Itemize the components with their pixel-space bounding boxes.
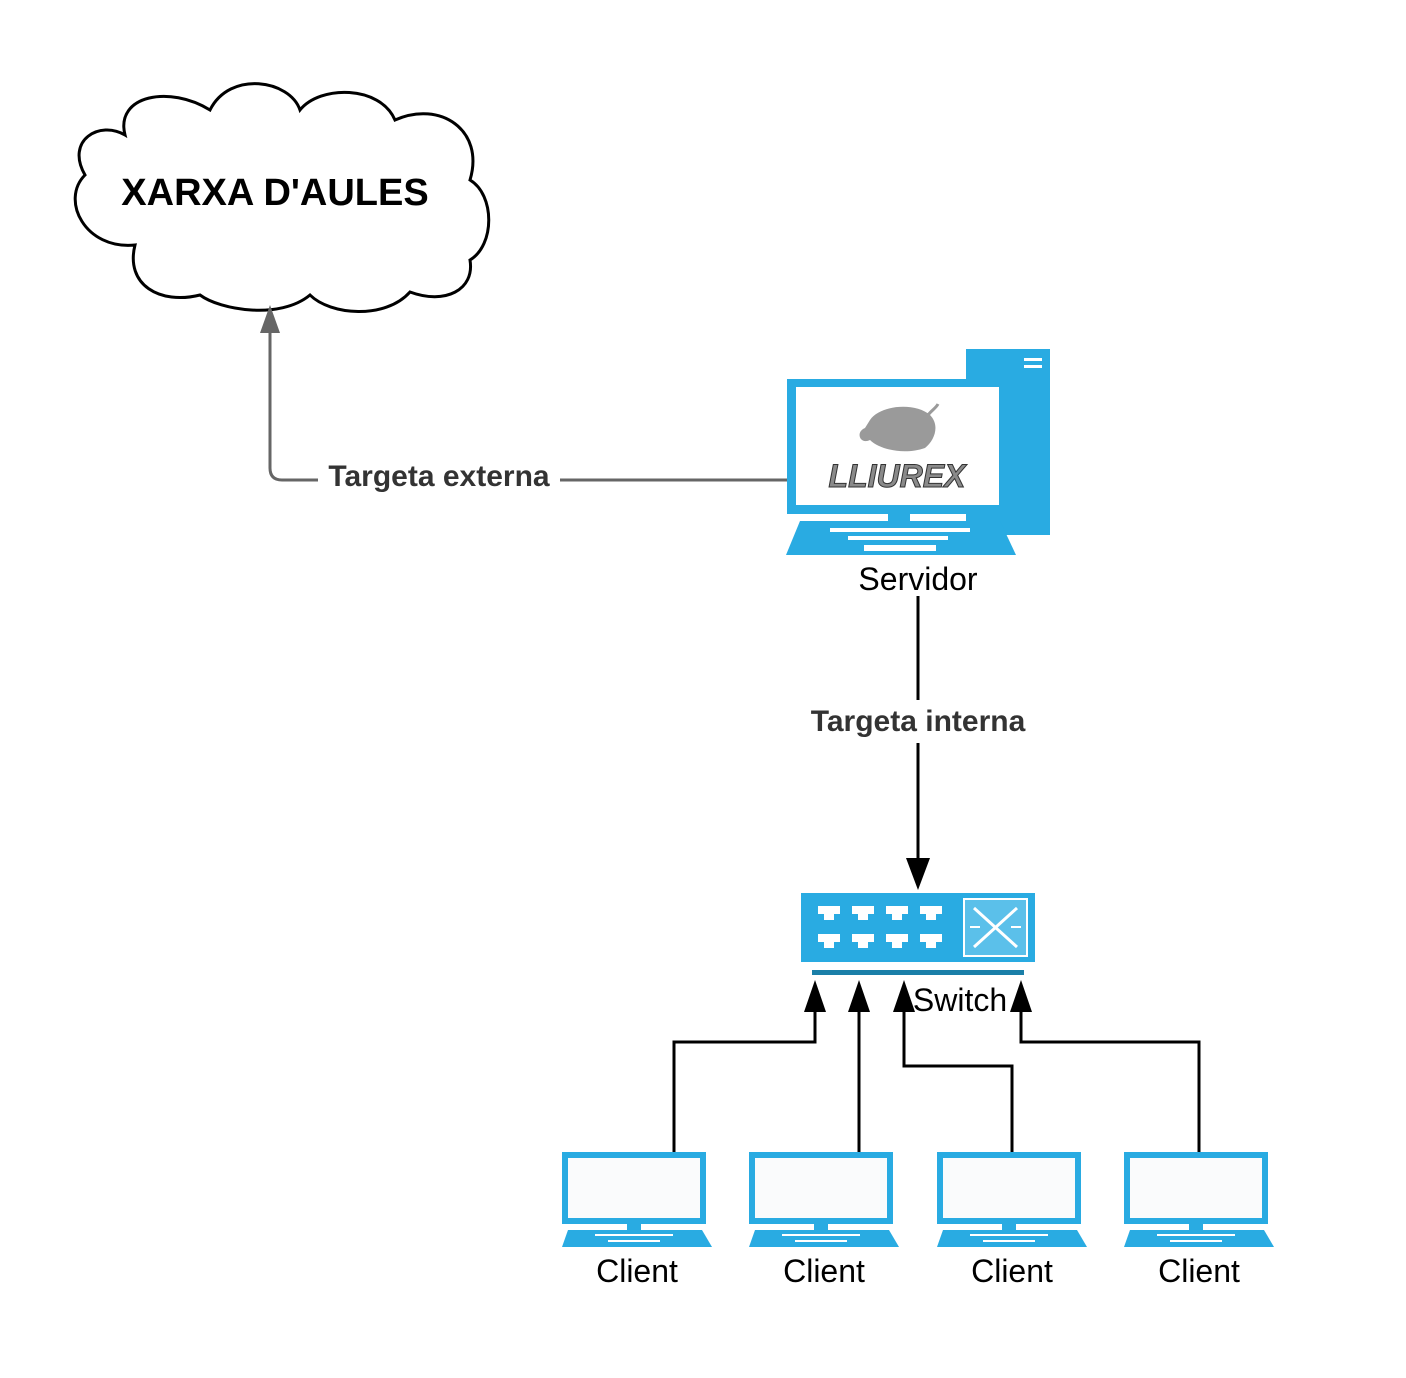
client-4-connector [1019,1008,1201,1152]
client-1-connector [672,1008,817,1152]
external-link-label: Targeta externa [328,460,550,493]
external-connector [268,322,787,482]
client-1: Client [562,1152,712,1289]
client-4: Client [1124,1152,1274,1289]
server-label: Servidor [858,561,978,597]
client-2-label: Client [783,1253,865,1289]
client-3: Client [937,1152,1087,1289]
client-arrowheads [804,980,1032,1012]
external-link: Targeta externa [260,305,787,494]
cloud-xarxa-aules: XARXA D'AULES [73,82,491,313]
internal-link-label: Targeta interna [811,705,1026,738]
client-4-label: Client [1158,1253,1240,1289]
switch-base [812,970,1024,975]
server: LLIUREX Servidor [786,349,1050,597]
internal-link: Targeta interna [811,596,1026,890]
lliurex-logo: LLIUREX [820,403,978,495]
switch-label: Switch [913,982,1007,1018]
client-2: Client [749,1152,899,1289]
client-3-label: Client [971,1253,1053,1289]
switch-ports [818,906,942,948]
switch: Switch [801,893,1035,1018]
client-connectors [672,1008,1201,1152]
cloud-label: XARXA D'AULES [121,172,428,214]
lliurex-logo-text: LLIUREX [829,458,968,494]
client-3-connector [902,1008,1014,1152]
internal-arrowhead [906,858,930,890]
external-arrowhead [260,305,280,333]
client-1-label: Client [596,1253,678,1289]
cloud-shape [73,82,491,313]
